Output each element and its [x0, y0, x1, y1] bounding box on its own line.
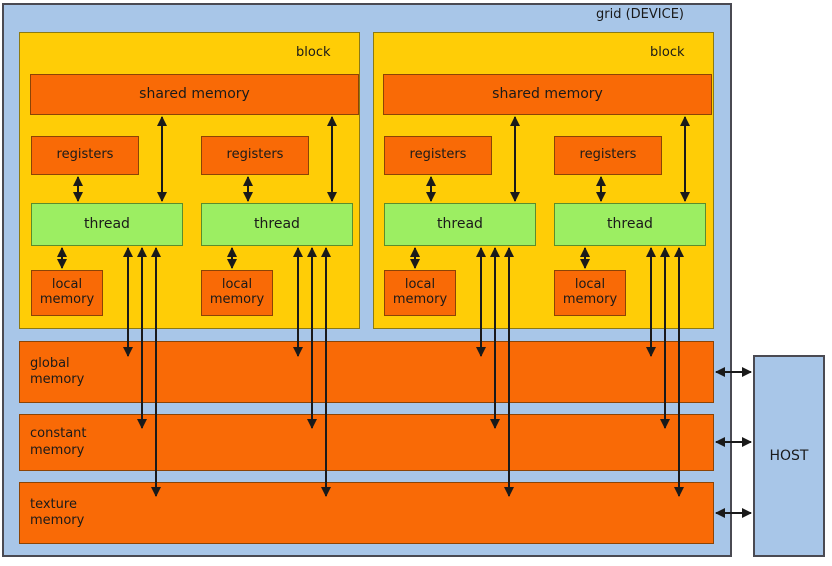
- grid-device-label: grid (DEVICE): [596, 7, 684, 22]
- local-memory-1a: local memory: [31, 270, 103, 316]
- block-label-2: block: [650, 45, 685, 60]
- registers-2b: registers: [554, 136, 662, 175]
- host-box: HOST: [753, 355, 825, 557]
- registers-2a: registers: [384, 136, 492, 175]
- thread-2a: thread: [384, 203, 536, 246]
- registers-1b: registers: [201, 136, 309, 175]
- shared-memory-1: shared memory: [30, 74, 359, 115]
- registers-1a: registers: [31, 136, 139, 175]
- local-memory-2b: local memory: [554, 270, 626, 316]
- constant-memory: constant memory: [19, 414, 714, 471]
- global-memory: global memory: [19, 341, 714, 403]
- local-memory-2a: local memory: [384, 270, 456, 316]
- block-label-1: block: [296, 45, 331, 60]
- thread-1a: thread: [31, 203, 183, 246]
- local-memory-1b: local memory: [201, 270, 273, 316]
- shared-memory-2: shared memory: [383, 74, 712, 115]
- thread-1b: thread: [201, 203, 353, 246]
- thread-2b: thread: [554, 203, 706, 246]
- texture-memory: texture memory: [19, 482, 714, 544]
